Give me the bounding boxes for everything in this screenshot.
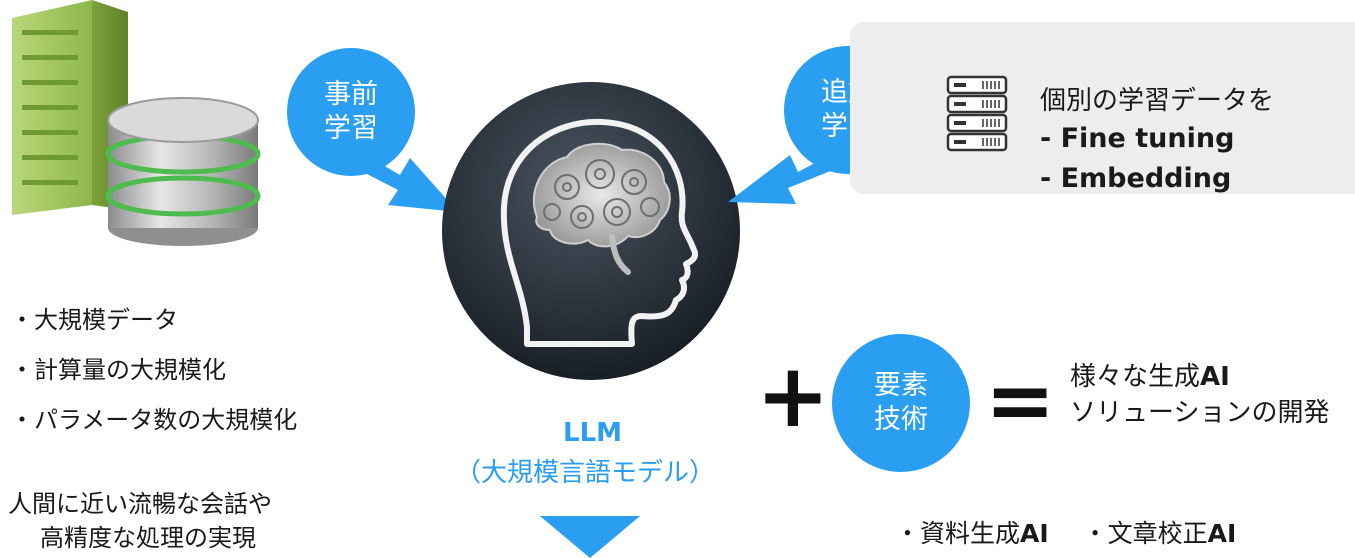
example-text: ・文章校正 (1082, 519, 1208, 548)
llm-subtitle: （大規模言語モデル） (455, 458, 716, 488)
panel-item-fine-tuning: - Fine tuning (1040, 123, 1235, 154)
pretraining-label-1: 事前 (324, 79, 378, 111)
feature-item: ・パラメータ数の大規模化 (10, 406, 298, 434)
result-prefix: 様々な生成 (1070, 362, 1201, 392)
down-arrow-icon (540, 516, 640, 558)
panel-item-embedding: - Embedding (1040, 163, 1232, 194)
llm-head-illustration (442, 82, 740, 380)
feature-item: ・計算量の大規模化 (10, 356, 226, 384)
element-label-1: 要素 (874, 370, 928, 402)
outcome-text-1: 人間に近い流暢な会話や (8, 490, 272, 518)
llm-title: LLM (563, 418, 623, 448)
pretraining-label-2: 学習 (324, 113, 378, 144)
element-technology-bubble: 要素 技術 (832, 334, 970, 472)
data-storage-icon (946, 75, 1008, 152)
equals-sign: = (985, 351, 1056, 449)
additional-arrow (728, 140, 858, 204)
element-label-2: 技術 (874, 404, 928, 435)
example-list: ・資料生成AI ・文章校正AI (895, 514, 1236, 550)
outcome-text-2: 高精度な処理の実現 (40, 524, 256, 552)
example-ai: AI (1207, 519, 1237, 548)
example-item-2: ・文章校正AI (1083, 519, 1237, 548)
feature-item: ・大規模データ (10, 306, 178, 334)
example-item-1: ・資料生成AI (895, 519, 1049, 548)
plus-sign: + (756, 344, 830, 447)
panel-heading: 個別の学習データを (1040, 86, 1275, 116)
pretraining-bubble: 事前 学習 (287, 48, 415, 176)
result-line-2: ソリューションの開発 (1070, 398, 1330, 428)
result-line-1: 様々な生成AI (1070, 356, 1230, 393)
server-database-icon (12, 0, 261, 246)
example-text: ・資料生成 (895, 519, 1021, 548)
example-ai: AI (1020, 519, 1049, 548)
feature-list: ・大規模データ ・計算量の大規模化 ・パラメータ数の大規模化 (10, 300, 297, 450)
result-ai: AI (1200, 362, 1230, 392)
training-data-panel (850, 22, 1355, 194)
brain-head-icon (442, 82, 740, 380)
